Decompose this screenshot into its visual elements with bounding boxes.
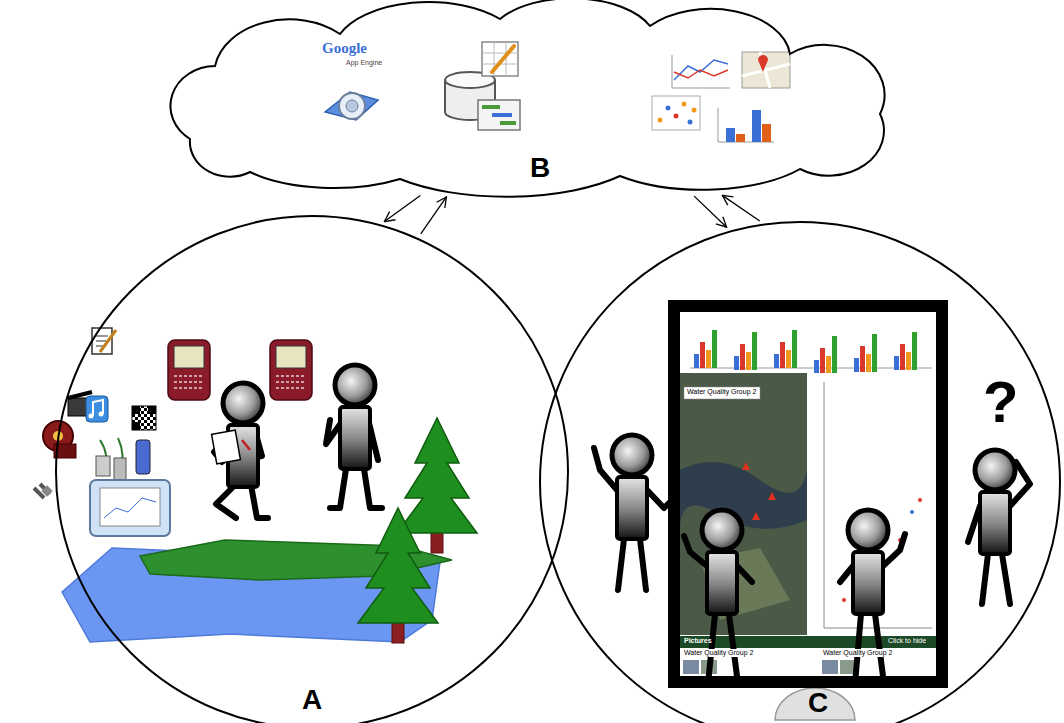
flow-arrow <box>384 196 420 222</box>
app-engine-logo <box>325 92 378 120</box>
audience-figures <box>594 435 1030 684</box>
logo-text: Google <box>322 40 367 57</box>
region-letter: A <box>302 685 322 716</box>
panel-title: Pictures <box>684 637 712 645</box>
region-letter: C <box>808 688 828 719</box>
flow-arrow <box>694 196 726 227</box>
circle-outline <box>538 220 1062 723</box>
gantt-icon <box>478 100 520 130</box>
map-popup-text: Water Quality Group 2 <box>686 388 757 396</box>
data-logger <box>90 480 170 536</box>
question-mark: ? <box>983 370 1018 434</box>
line-chart-icon <box>672 55 730 88</box>
panel-link: Click to hide <box>888 637 926 645</box>
spreadsheet-icon <box>482 42 518 76</box>
scatter-icon <box>652 96 700 130</box>
region-letter: B <box>530 153 550 184</box>
film-camera-icon <box>43 421 76 458</box>
picture-caption: Water Quality Group 2 <box>822 649 893 657</box>
classroom-region: C <box>538 220 1062 723</box>
logo-subtext: App Engine <box>346 59 382 67</box>
sensor-probes <box>96 438 150 480</box>
satellite-icon <box>34 484 53 498</box>
display-screen <box>674 306 942 720</box>
flow-arrow <box>421 197 447 234</box>
cloud-outline <box>170 0 895 200</box>
trees <box>358 418 477 643</box>
music-icon <box>86 396 108 422</box>
circle-outline <box>54 214 570 723</box>
flow-arrow <box>722 195 759 221</box>
picture-caption: Water Quality Group 2 <box>683 649 754 657</box>
doc-icon <box>92 328 116 354</box>
student-figures <box>212 365 382 518</box>
field-region: A <box>54 214 570 723</box>
cloud-region: B <box>170 0 895 200</box>
map-icon <box>742 52 790 88</box>
qr-code-icon <box>132 406 156 430</box>
bar-chart-icon <box>718 108 774 142</box>
